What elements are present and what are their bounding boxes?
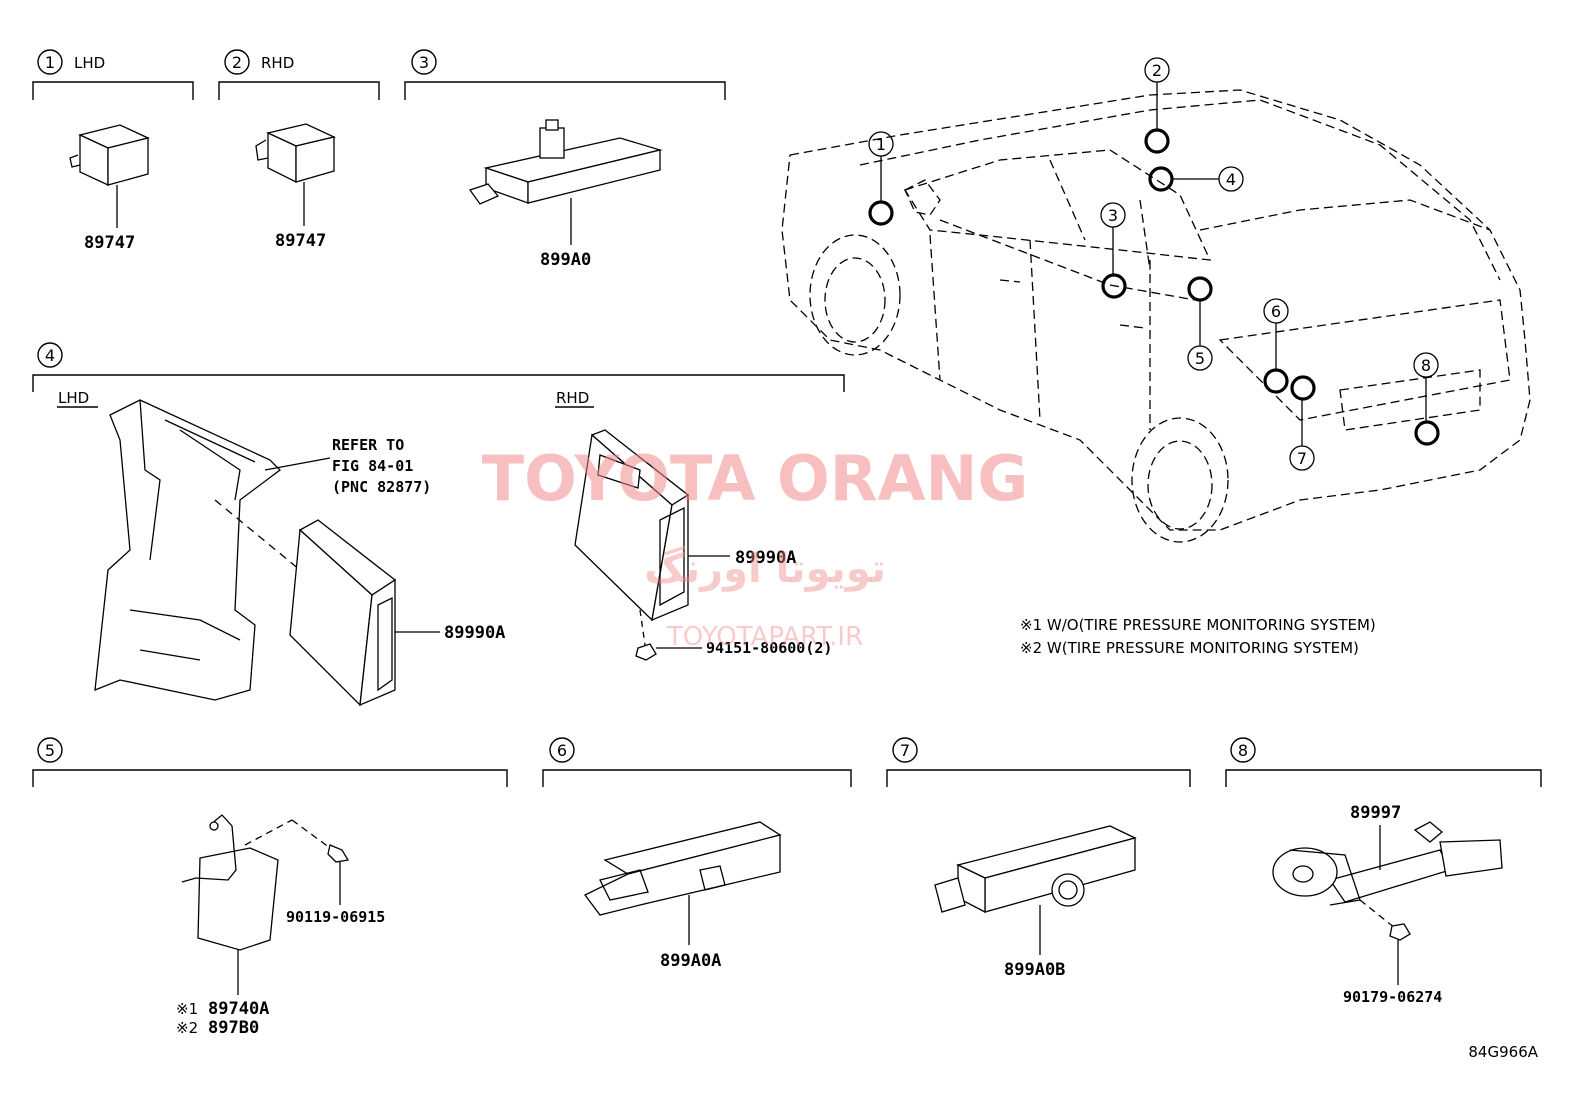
section-4-callout bbox=[37, 342, 63, 368]
car-callout-8: 8 bbox=[1421, 356, 1431, 375]
section-5-callout bbox=[37, 737, 63, 763]
section-2-number: 2 bbox=[232, 53, 242, 72]
part-4-lhd-bracket-drawing bbox=[94, 399, 331, 701]
section-1-tag: LHD bbox=[74, 54, 105, 72]
watermark-arabic: تویوتا اورنگ bbox=[644, 545, 886, 592]
section-6-callout bbox=[549, 737, 575, 763]
part-5-number-2: 897B0 bbox=[208, 1018, 259, 1038]
car-location-7 bbox=[1290, 375, 1316, 401]
car-callout-7: 7 bbox=[1297, 449, 1307, 468]
car-location-1 bbox=[868, 200, 894, 226]
part-4-rhd-number: 89990A bbox=[735, 548, 796, 568]
car-location-6 bbox=[1263, 368, 1289, 394]
part-2-number: 89747 bbox=[275, 231, 326, 251]
section-5-number: 5 bbox=[45, 741, 55, 760]
section-1-callout bbox=[37, 49, 63, 75]
part-6-number: 899A0A bbox=[660, 951, 721, 971]
car-callout-3: 3 bbox=[1108, 206, 1118, 225]
section-5 bbox=[32, 737, 508, 787]
part-5-bolt-number: 90119-06915 bbox=[286, 908, 385, 926]
car-callout-6: 6 bbox=[1271, 302, 1281, 321]
part-4-lhd-number: 89990A bbox=[444, 623, 505, 643]
part-4-rhd-module-drawing bbox=[574, 429, 730, 661]
note-1: ※1 W/O(TIRE PRESSURE MONITORING SYSTEM) bbox=[1020, 616, 1376, 634]
car-location-5 bbox=[1187, 276, 1213, 302]
section-2-tag: RHD bbox=[261, 54, 294, 72]
car-location-3 bbox=[1101, 273, 1127, 299]
section-6-number: 6 bbox=[557, 741, 567, 760]
section-7-callout bbox=[892, 737, 918, 763]
section-2-callout bbox=[224, 49, 250, 75]
part-5-receiver-drawing bbox=[181, 814, 350, 995]
part-1-number: 89747 bbox=[84, 233, 135, 253]
section-4-rhd-label: RHD bbox=[556, 389, 589, 407]
section-7 bbox=[886, 737, 1191, 787]
figure-id: 84G966A bbox=[1468, 1043, 1538, 1061]
watermark-site: TOYOTAPART.IR bbox=[666, 622, 863, 652]
section-1 bbox=[32, 49, 194, 100]
section-6 bbox=[542, 737, 852, 787]
car-callout-1: 1 bbox=[876, 135, 886, 154]
note-2: ※2 W(TIRE PRESSURE MONITORING SYSTEM) bbox=[1020, 639, 1359, 657]
car-location-2 bbox=[1144, 128, 1170, 154]
car-callouts bbox=[868, 57, 1440, 471]
car-view-drawing bbox=[781, 89, 1531, 543]
part-4-nut-number: 94151-80600(2) bbox=[706, 639, 832, 657]
part-5-number-1: 89740A bbox=[208, 999, 269, 1019]
section-3 bbox=[404, 49, 726, 100]
section-4-number: 4 bbox=[45, 346, 55, 365]
section-7-number: 7 bbox=[900, 741, 910, 760]
part-3-number: 899A0 bbox=[540, 250, 591, 270]
car-callout-5: 5 bbox=[1195, 349, 1205, 368]
part-1-relay-drawing bbox=[69, 124, 150, 228]
part-6-antenna-drawing bbox=[584, 821, 782, 945]
part-4-refer-line-1: REFER TO bbox=[332, 436, 404, 454]
section-8-number: 8 bbox=[1238, 741, 1248, 760]
part-8-nut-number: 90179-06274 bbox=[1343, 988, 1442, 1006]
part-5-mark-1: ※1 bbox=[176, 1000, 198, 1018]
watermark-title: TOYOTA ORANG bbox=[482, 442, 1028, 515]
car-location-4 bbox=[1148, 166, 1174, 192]
part-5-mark-2: ※2 bbox=[176, 1019, 198, 1037]
part-4-refer-line-3: (PNC 82877) bbox=[332, 478, 431, 496]
section-2 bbox=[218, 49, 380, 100]
section-4-lhd-label: LHD bbox=[58, 389, 89, 407]
part-4-lhd-module-drawing bbox=[214, 499, 440, 707]
section-3-number: 3 bbox=[419, 53, 429, 72]
part-7-antenna-drawing bbox=[934, 825, 1137, 955]
section-8-callout bbox=[1230, 737, 1256, 763]
section-8 bbox=[1225, 737, 1542, 787]
part-8-antenna-drawing bbox=[1272, 821, 1503, 985]
car-callout-4: 4 bbox=[1226, 170, 1236, 189]
car-location-8 bbox=[1414, 420, 1440, 446]
section-4 bbox=[32, 342, 845, 408]
part-4-refer-line-2: FIG 84-01 bbox=[332, 457, 413, 475]
part-7-number: 899A0B bbox=[1004, 960, 1065, 980]
part-2-relay-drawing bbox=[255, 123, 336, 226]
section-1-number: 1 bbox=[45, 53, 55, 72]
part-8-number: 89997 bbox=[1350, 803, 1401, 823]
section-3-callout bbox=[411, 49, 437, 75]
part-3-antenna-drawing bbox=[468, 119, 663, 245]
car-callout-2: 2 bbox=[1152, 61, 1162, 80]
